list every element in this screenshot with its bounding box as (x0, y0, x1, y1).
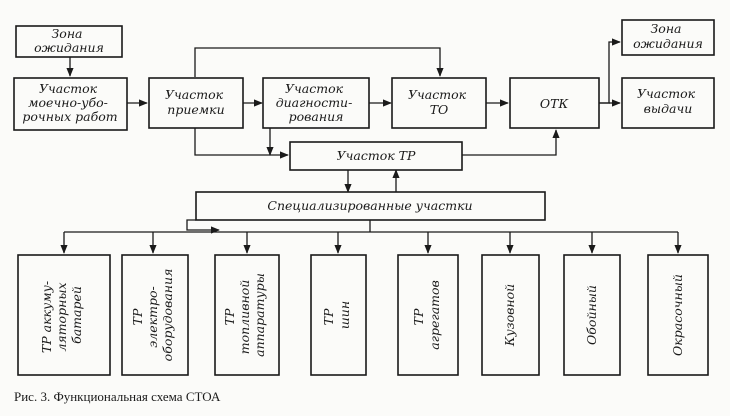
svg-text:Участок ТР: Участок ТР (337, 148, 416, 163)
svg-text:ТР аккуму- ляторных: ТР аккуму- ляторных батарей (39, 277, 84, 353)
figure-caption: Рис. 3. Функциональная схема СТОА (14, 389, 221, 404)
svg-text:Обойный: Обойный (584, 285, 599, 345)
svg-text:ТР агрегатов: ТР агрегатов (411, 280, 442, 350)
unit-batteries: ТР аккуму- ляторных батарей (17, 254, 111, 376)
svg-text:Зона ожидания: Зона ожидания (633, 21, 703, 51)
svg-text:Специализированные участки: Специализированные участки (267, 198, 472, 213)
node-output: Участок выдачи (621, 77, 715, 129)
node-reception: Участок приемки (148, 77, 244, 129)
unit-tires: ТР шин (310, 254, 367, 376)
svg-text:Участок выдачи: Участок выдачи (637, 86, 699, 116)
unit-electrics: ТР электро- оборудования (121, 254, 189, 376)
svg-text:ОТК: ОТК (540, 96, 569, 111)
node-washing: Участок моечно-убо- рочных работ (13, 77, 128, 131)
svg-text:Участок диагности-: Участок диагности- рования (276, 81, 357, 124)
unit-fuel: ТР топливной аппаратуры (214, 254, 280, 376)
svg-text:Окрасочный: Окрасочный (670, 274, 685, 356)
svg-text:Зона ожидания: Зона ожидания (34, 26, 104, 55)
svg-text:Участок ТО: Участок ТО (408, 87, 470, 117)
svg-text:Кузовной: Кузовной (502, 284, 517, 347)
node-otk: ОТК (509, 77, 600, 129)
svg-text:ТР электро- оборуд: ТР электро- оборудования (130, 269, 175, 362)
node-specialized: Специализированные участки (195, 191, 546, 221)
connectors (60, 38, 682, 254)
node-diagnostics: Участок диагности- рования (262, 77, 370, 129)
svg-text:Участок приемки: Участок приемки (165, 87, 227, 117)
node-to: Участок ТО (391, 77, 487, 129)
node-tr-section: Участок ТР (289, 141, 463, 171)
node-wait-zone-left: Зона ожидания (15, 25, 123, 58)
unit-aggregates: ТР агрегатов (397, 254, 459, 376)
unit-upholstery: Обойный (563, 254, 621, 376)
svg-text:ТР топливной аппар: ТР топливной аппаратуры (222, 273, 267, 357)
svg-text:ТР шин: ТР шин (321, 301, 352, 329)
svg-text:Участок моечно-убо-: Участок моечно-убо- рочных работ (22, 81, 117, 124)
node-wait-zone-right: Зона ожидания (621, 19, 715, 56)
unit-painting: Окрасочный (647, 254, 709, 376)
unit-body: Кузовной (481, 254, 540, 376)
